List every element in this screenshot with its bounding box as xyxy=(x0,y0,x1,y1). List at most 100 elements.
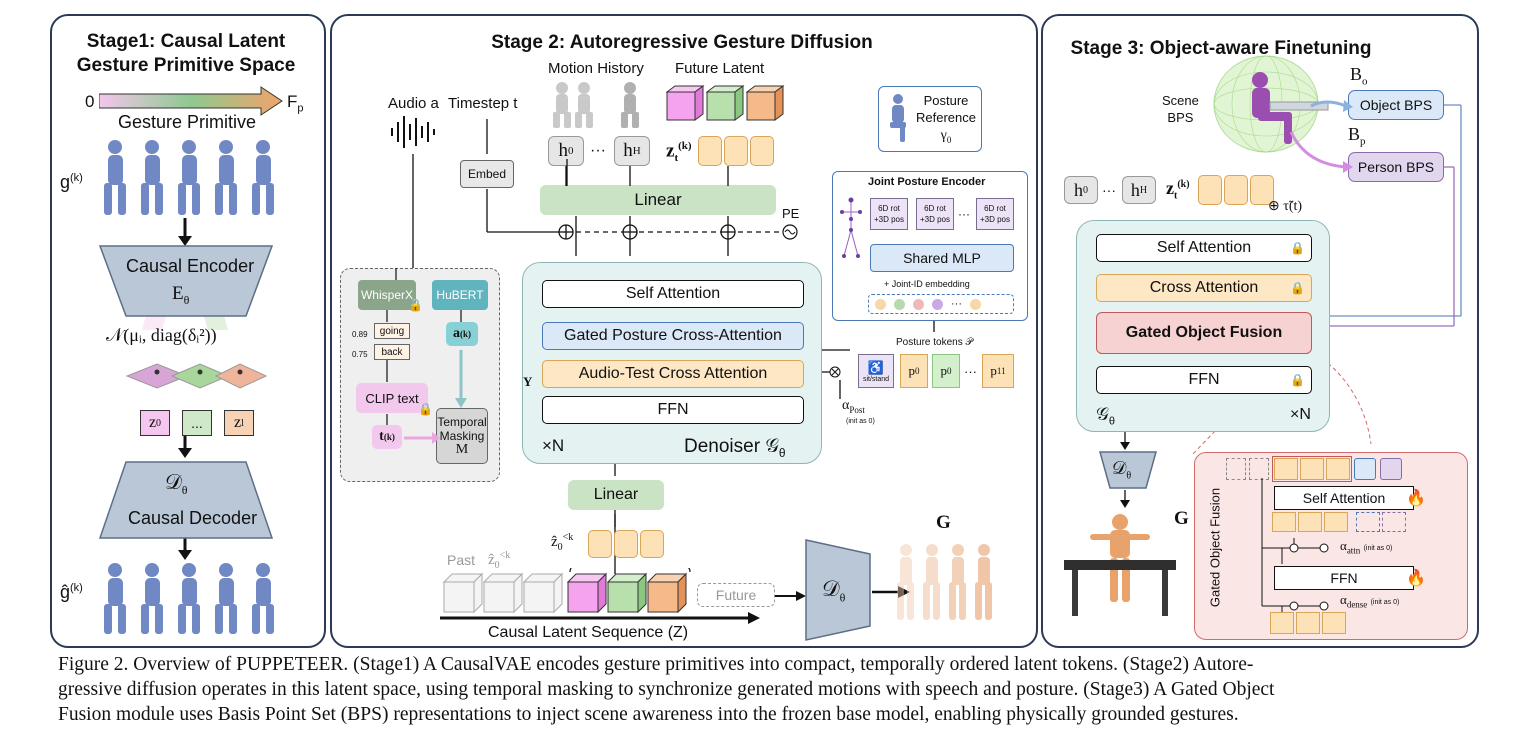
zt-sup: (k) xyxy=(678,140,692,152)
timing-089: 0.89 xyxy=(352,330,368,339)
g-sup: (k) xyxy=(70,172,83,184)
gof-self-attention-text: Self Attention xyxy=(1302,490,1386,506)
encoder-symbol: Eθ xyxy=(172,283,189,308)
p0a-text: p xyxy=(908,363,916,378)
stage2-connectors xyxy=(412,119,935,574)
gamma-text: γ xyxy=(940,128,947,143)
rot1-a: 6D rot xyxy=(878,204,900,213)
s2-decoder-sub: θ xyxy=(839,590,846,605)
caption-line-3: Fusion module uses Basis Point Set (BPS)… xyxy=(58,704,1239,725)
figure-b5 xyxy=(252,563,274,634)
tm-m: M xyxy=(455,442,469,457)
gesture-figures-bottom xyxy=(104,563,274,634)
lock-icon-whisperx: 🔒 xyxy=(408,298,423,312)
past-z-label: ẑ0<k xyxy=(488,550,510,571)
gof-output-tokens xyxy=(1270,612,1346,634)
gof-out-tok-1 xyxy=(1270,612,1294,634)
causal-sequence-label: Causal Latent Sequence (Z) xyxy=(488,624,689,641)
scene-sphere-illustration xyxy=(1213,55,1329,153)
gated-object-fusion-block: Gated Object Fusion xyxy=(1096,312,1312,354)
h0-sup: 0 xyxy=(568,145,574,157)
bp-text: B xyxy=(1348,124,1361,144)
alpha-attn-label: αattn (init as 0) xyxy=(1340,538,1392,556)
s3-g-theta-sub: θ xyxy=(1108,415,1115,428)
causal-decoder-label: Causal Decoder xyxy=(128,508,258,528)
p11-text: p xyxy=(990,363,997,378)
y-label: Y xyxy=(523,374,533,389)
alpha-dense-note: (init as 0) xyxy=(1370,599,1400,606)
stage2-title: Stage 2: Autoregressive Gesture Diffusio… xyxy=(491,32,873,53)
z0ltk-token-3 xyxy=(640,530,664,558)
rot-dots: ··· xyxy=(958,207,970,221)
g-label: g xyxy=(60,172,71,192)
s3-decoder-sub: θ xyxy=(1126,470,1132,482)
audio-waveform-icon xyxy=(391,116,435,148)
s3-zt-token-3 xyxy=(1250,175,1274,205)
gof-detail-box xyxy=(1194,452,1468,640)
alpha-post-text: α xyxy=(842,398,850,413)
seated-person xyxy=(1252,72,1292,144)
s3-zt-sup: (k) xyxy=(1177,179,1190,190)
z0ltk-sup: <k xyxy=(562,532,574,543)
gof-ffn-text: FFN xyxy=(1330,570,1358,586)
primitive-gradient-bar xyxy=(99,86,283,116)
z0-lt-k-tokens xyxy=(588,530,664,558)
zt-token-2 xyxy=(724,136,748,166)
future-cube-2 xyxy=(705,85,745,121)
alpha-dense-label: αdense (init as 0) xyxy=(1340,592,1399,610)
gof-mid-dash-2 xyxy=(1382,512,1406,532)
p0b-text: p xyxy=(940,363,948,378)
alpha-dense-text: α xyxy=(1340,592,1347,607)
joint-embedding-row: ··· xyxy=(868,294,1014,314)
past-cube-1 xyxy=(442,572,484,614)
audio-feature-a: a(k) xyxy=(446,322,478,346)
gesture-primitive-label: Gesture Primitive xyxy=(118,112,257,132)
temporal-masking-block: Temporal Masking M xyxy=(436,408,488,464)
gof-input-tokens xyxy=(1226,458,1269,480)
decoder-symbol-text: 𝒟 xyxy=(165,470,182,494)
audio-label: Audio a xyxy=(388,95,439,112)
fire-icon-attn: 🔥 xyxy=(1406,490,1426,507)
gof-mid-tok-3 xyxy=(1324,512,1348,532)
alpha-post-note: (init as 0) xyxy=(846,418,875,425)
denoiser-text: Denoiser 𝒢 xyxy=(684,436,779,457)
posture-token-dots: ··· xyxy=(964,364,977,379)
alpha-attn-text: α xyxy=(1340,538,1347,553)
s3-h0-text: h xyxy=(1074,179,1083,200)
figure-caption: Figure 2. Overview of PUPPETEER. (Stage1… xyxy=(58,652,1478,727)
posture-ref-line3: γ0 xyxy=(940,128,952,145)
causal-encoder-label: Causal Encoder xyxy=(126,256,255,276)
zt-label: zt(k) xyxy=(666,140,692,164)
object-bps-block: Object BPS xyxy=(1348,90,1444,120)
rot1-b: +3D pos xyxy=(873,215,905,224)
self-attention-block: Self Attention xyxy=(542,280,804,308)
gof-out-tok-3 xyxy=(1322,612,1346,634)
distribution-label: 𝒩(μᵢ, diag(δᵢ²)) xyxy=(106,325,217,345)
pastz-sub: 0 xyxy=(494,560,500,571)
s3-cross-attention-block: Cross Attention 🔒 xyxy=(1096,274,1312,302)
linear-bottom-block: Linear xyxy=(568,480,664,510)
past-label: Past xyxy=(447,552,476,568)
denoiser-label: Denoiser 𝒢θ xyxy=(684,436,786,460)
zl-sub: l xyxy=(241,417,244,429)
s3-self-attention-block: Self Attention 🔒 xyxy=(1096,234,1312,262)
p0b-sub: 0 xyxy=(947,366,952,376)
tau-label: ⊕ τ̃(t) xyxy=(1268,199,1303,214)
gof-dashed-1 xyxy=(1226,458,1246,480)
pastz-sup: <k xyxy=(499,550,511,561)
pe-label: PE xyxy=(782,206,800,221)
tm-line1: Temporal xyxy=(437,415,487,429)
s3-g-theta-text: 𝒢 xyxy=(1096,404,1109,424)
gof-bps-tokens xyxy=(1354,458,1402,480)
z0-text: z xyxy=(148,414,157,431)
gof-self-attention-block: Self Attention xyxy=(1274,486,1414,510)
s3-decoder-symbol: 𝒟θ xyxy=(1112,458,1131,482)
s3-zt-tokens xyxy=(1198,175,1274,205)
future-cube-3 xyxy=(745,85,785,121)
zl-text: z xyxy=(234,414,242,431)
clip-text-block: CLIP text xyxy=(356,383,428,413)
